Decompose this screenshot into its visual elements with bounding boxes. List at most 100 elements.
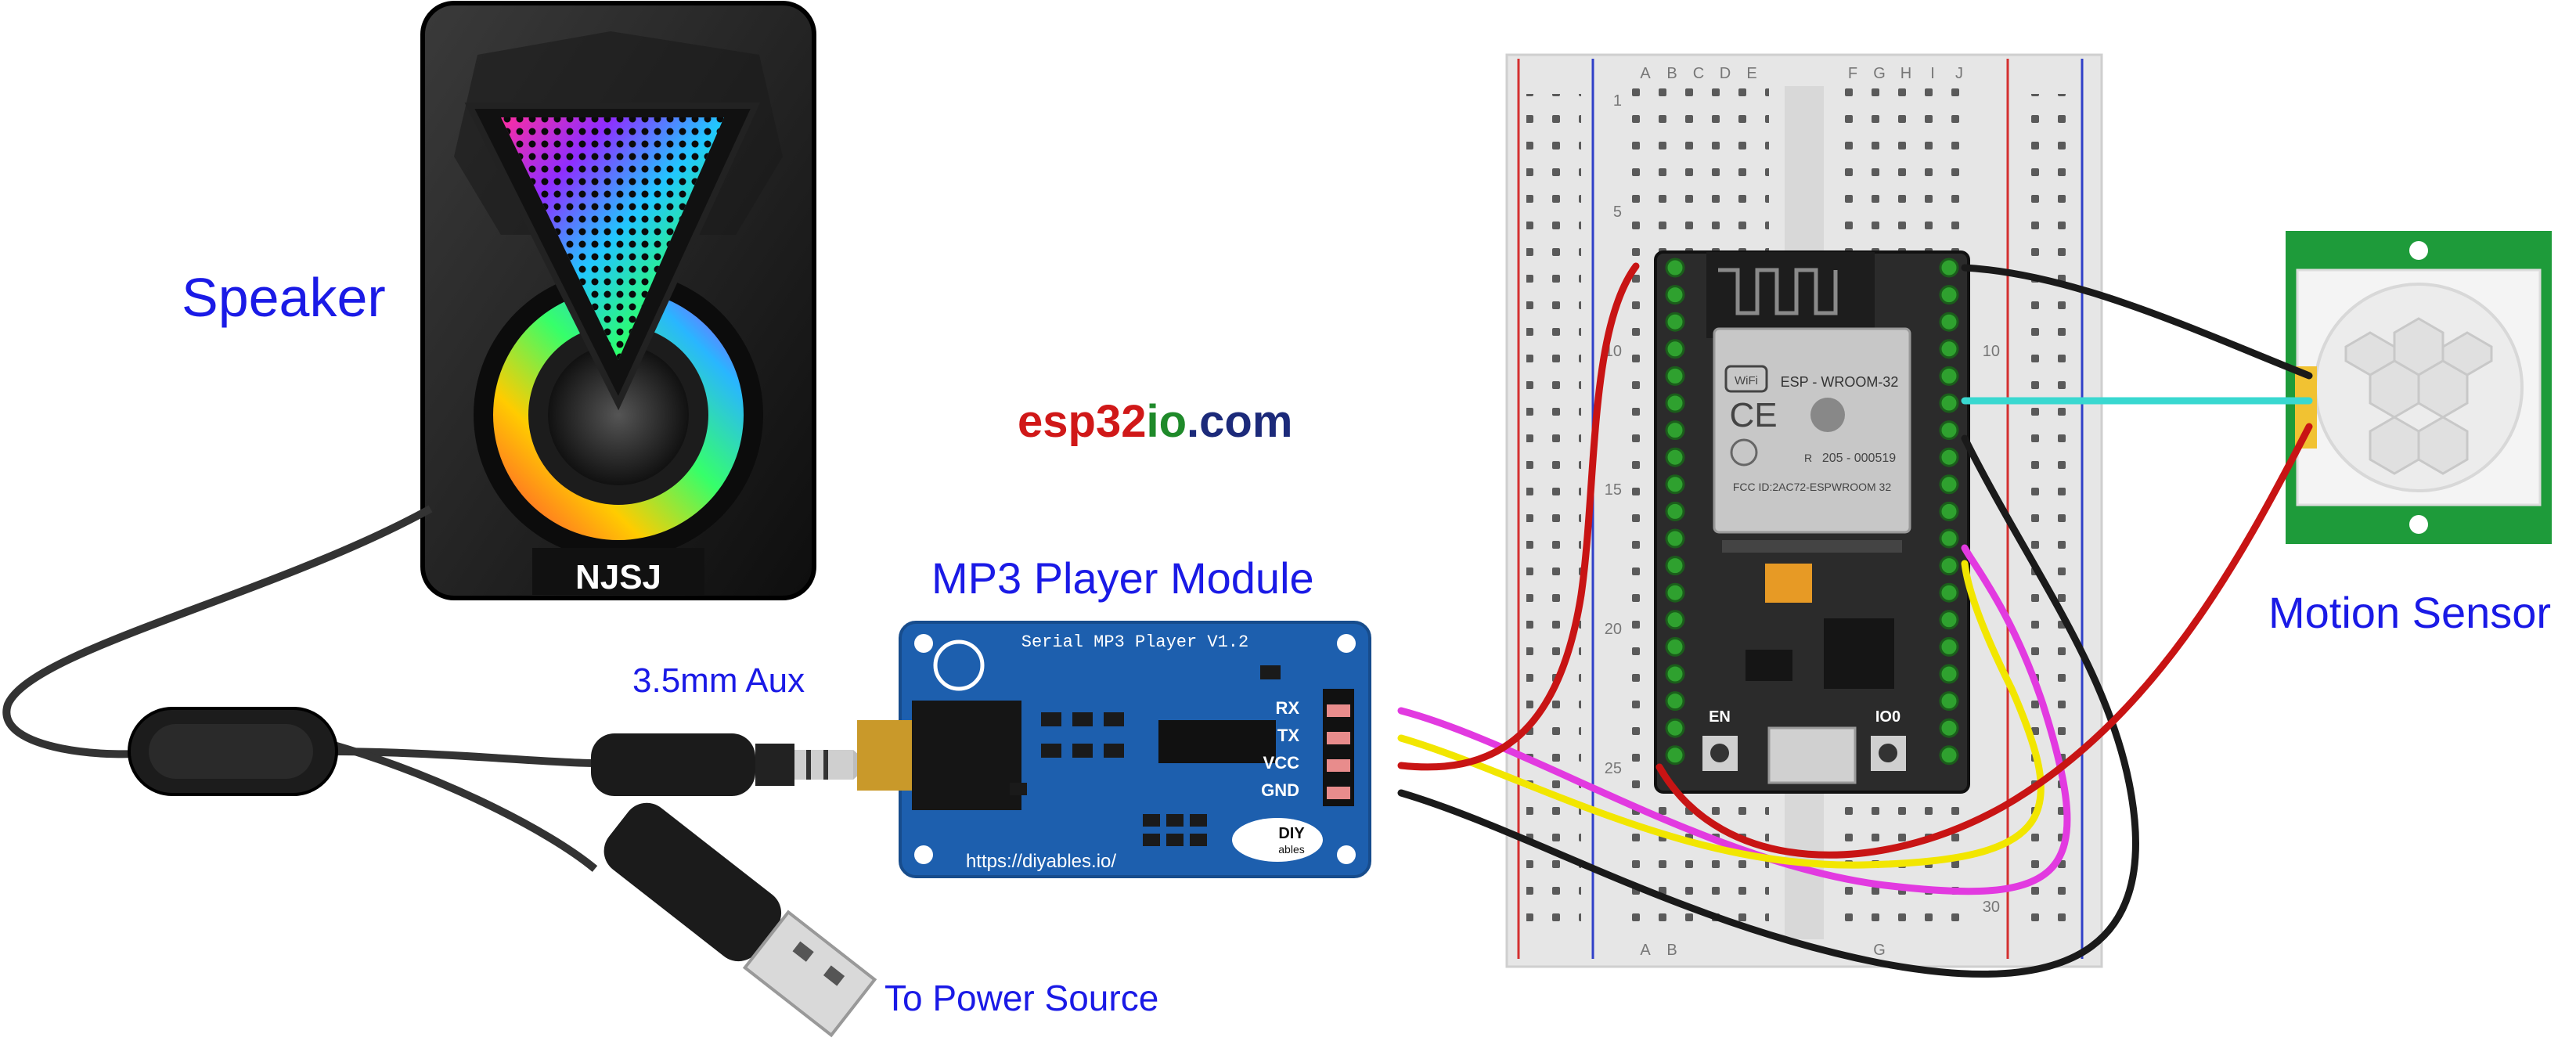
wire-vcc	[1397, 262, 1640, 771]
wire-rx	[1397, 544, 2071, 895]
esp32-pin-left	[1665, 474, 1685, 495]
motion-sensor	[2286, 231, 2552, 544]
col-label-g: G	[1873, 65, 1886, 82]
mp3-player-module: Serial MP3 Player V1.2 RX TX VCC GND htt…	[857, 621, 1371, 878]
row-label-10-right: 10	[1983, 343, 2000, 360]
speaker-cable	[2, 505, 598, 872]
esp32-pin-right	[1939, 285, 1959, 305]
esp32-pin-left	[1665, 366, 1685, 386]
row-label-15: 15	[1605, 481, 1622, 499]
esp32-pin-left	[1665, 636, 1685, 657]
esp32-pin-left	[1665, 582, 1685, 603]
diyables-logo-top: DIY	[1278, 825, 1305, 842]
speaker: NJSJ	[420, 1, 816, 600]
motion-sensor-label: Motion Sensor	[2268, 588, 2552, 637]
power-source-label: To Power Source	[884, 978, 1159, 1018]
speaker-logo: NJSJ	[575, 558, 661, 596]
pin-rx-label: RX	[1275, 698, 1299, 718]
esp32-pin-right	[1939, 366, 1959, 386]
esp32-pin-left	[1665, 745, 1685, 766]
esp32-pin-right	[1939, 501, 1959, 521]
brand-part-esp32: esp32	[1018, 396, 1147, 447]
mp3-title: Serial MP3 Player V1.2	[1021, 632, 1248, 652]
esp32-pin-right	[1939, 312, 1959, 332]
row-label-25: 25	[1605, 760, 1622, 777]
col-label-a-bottom: A	[1640, 942, 1651, 959]
esp32-board: WiFi ESP - WROOM-32 CE R 205 - 000519 FC…	[1654, 250, 1970, 794]
esp32-pin-right	[1939, 582, 1959, 603]
esp32-pin-left	[1665, 258, 1685, 278]
col-label-b-bottom: B	[1666, 942, 1677, 959]
esp32-pin-left	[1665, 610, 1685, 630]
row-label-1: 1	[1613, 92, 1622, 110]
row-label-30-right: 30	[1983, 899, 2000, 916]
esp32-pin-left	[1665, 501, 1685, 521]
esp32-pin-right	[1939, 636, 1959, 657]
esp32-pin-left	[1665, 312, 1685, 332]
esp32-pin-right	[1939, 258, 1959, 278]
esp32-pin-right	[1939, 664, 1959, 684]
pin-tx-label: TX	[1277, 726, 1299, 745]
esp32-cert: 205 - 000519	[1822, 452, 1896, 465]
col-label-f: F	[1848, 65, 1857, 82]
col-label-d: D	[1720, 65, 1731, 82]
col-label-a: A	[1640, 65, 1651, 82]
en-button-label: EN	[1709, 708, 1731, 726]
col-label-i: I	[1930, 65, 1935, 82]
wires	[1397, 262, 2313, 978]
col-label-j: J	[1955, 65, 1963, 82]
col-label-h: H	[1900, 65, 1911, 82]
wifi-logo: WiFi	[1735, 374, 1758, 387]
mp3-url: https://diyables.io/	[966, 851, 1116, 872]
esp32-pin-left	[1665, 393, 1685, 413]
brand-part-com: .com	[1187, 396, 1293, 447]
wire-tx	[1397, 560, 2045, 869]
esp32-pins-left	[1665, 258, 1685, 766]
diyables-logo-bottom: ables	[1278, 843, 1304, 856]
col-label-g-bottom: G	[1873, 942, 1886, 959]
esp32-pin-left	[1665, 556, 1685, 576]
esp32-pin-right	[1939, 447, 1959, 467]
wire-gnd	[1397, 434, 2139, 978]
esp32-pin-left	[1665, 528, 1685, 549]
esp32-pin-left	[1665, 718, 1685, 738]
esp32-pin-left	[1665, 285, 1685, 305]
pin-gnd-label: GND	[1261, 780, 1299, 800]
esp32-pin-right	[1939, 610, 1959, 630]
mp3-module-label: MP3 Player Module	[931, 553, 1314, 603]
esp32-pin-right	[1939, 718, 1959, 738]
col-label-b: B	[1666, 65, 1677, 82]
esp32-fcc: FCC ID:2AC72-ESPWROOM 32	[1733, 481, 1891, 493]
io0-button-label: IO0	[1875, 708, 1900, 726]
esp32-pin-right	[1939, 691, 1959, 712]
wire-sensor-gnd	[1961, 264, 2313, 380]
esp32-pins-right	[1939, 258, 1959, 766]
pin-vcc-label: VCC	[1263, 753, 1300, 773]
esp32-pin-left	[1665, 447, 1685, 467]
esp32-pin-left	[1665, 420, 1685, 441]
esp32-pin-right	[1939, 393, 1959, 413]
esp32-pin-left	[1665, 691, 1685, 712]
row-label-20: 20	[1605, 621, 1622, 638]
brand-part-io: io	[1146, 396, 1187, 447]
col-label-e: E	[1746, 65, 1756, 82]
esp32-pin-right	[1939, 556, 1959, 576]
esp32-pin-left	[1665, 664, 1685, 684]
aux-label: 3.5mm Aux	[632, 661, 805, 700]
usb-plug	[603, 802, 877, 1038]
r-mark: R	[1804, 452, 1812, 464]
esp32-pin-right	[1939, 745, 1959, 766]
esp32-pin-right	[1939, 420, 1959, 441]
ce-mark: CE	[1729, 396, 1777, 434]
row-label-5: 5	[1613, 204, 1622, 221]
aux-plug	[591, 733, 870, 796]
esp32-pin-right	[1939, 474, 1959, 495]
col-label-c: C	[1693, 65, 1704, 82]
esp32-pin-right	[1939, 528, 1959, 549]
esp32-pin-right	[1939, 339, 1959, 359]
esp32-pin-left	[1665, 339, 1685, 359]
brand-logo: esp32io.com	[1018, 395, 1292, 448]
esp32-model: ESP - WROOM-32	[1781, 374, 1899, 390]
